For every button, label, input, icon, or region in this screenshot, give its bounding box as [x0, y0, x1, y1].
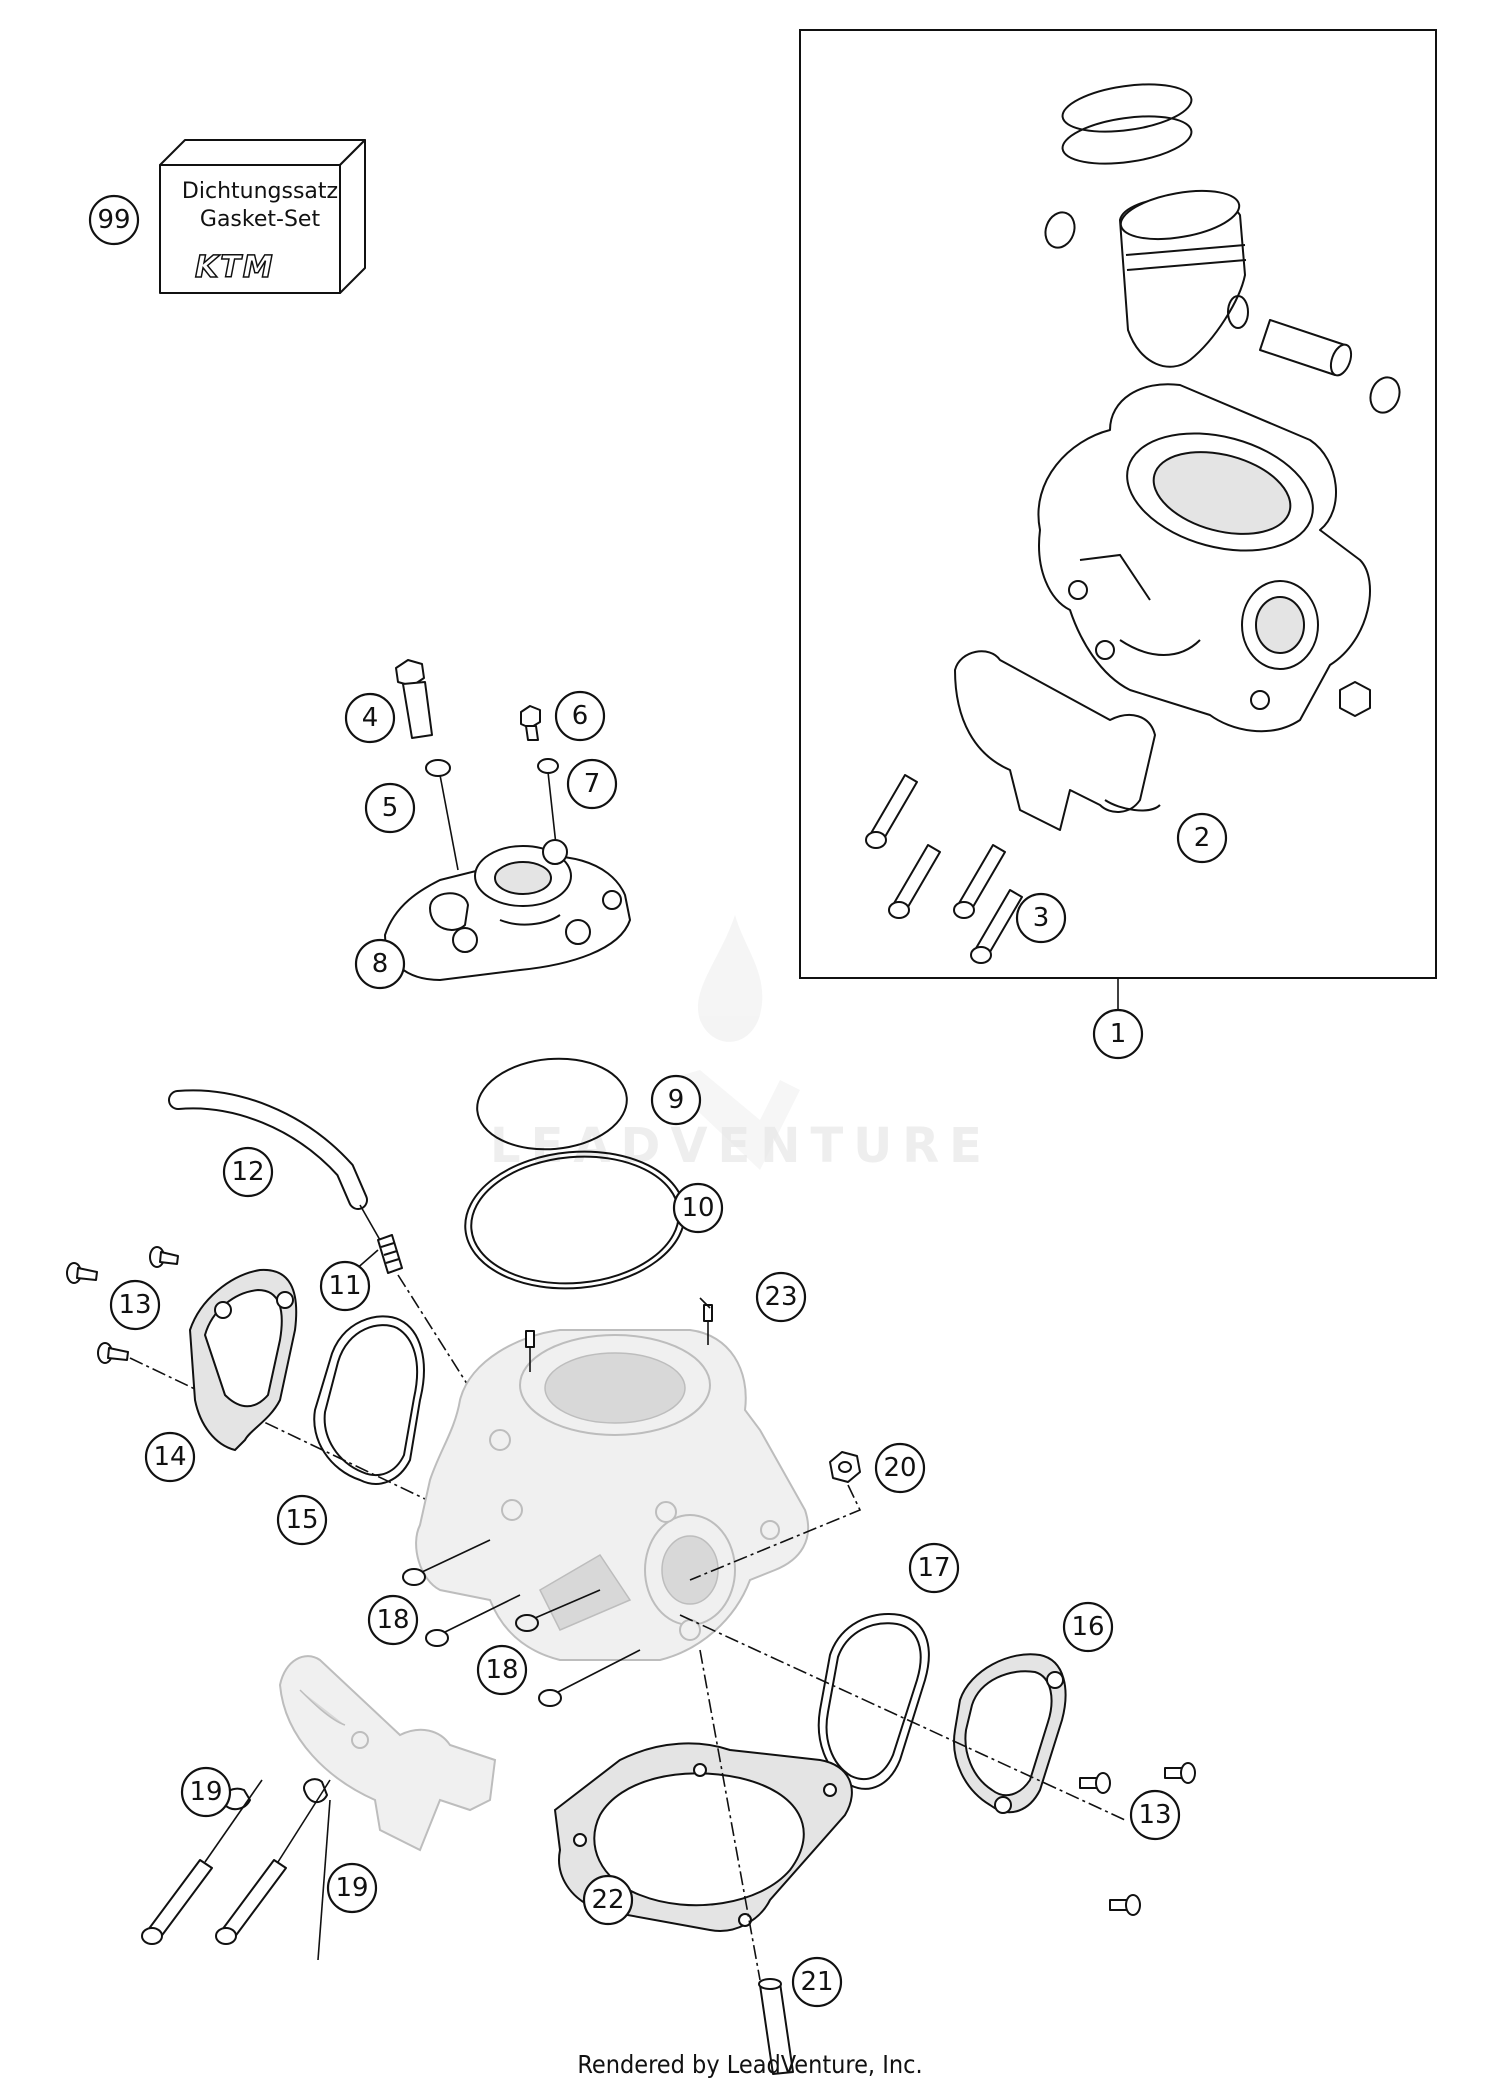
callout-3: 3	[1033, 903, 1050, 933]
ktm-logo: KTM	[194, 249, 275, 286]
callout-18-b: 18	[485, 1655, 518, 1685]
callout-7: 7	[584, 769, 601, 799]
callout-17: 17	[917, 1553, 950, 1583]
callout-18-a: 18	[376, 1605, 409, 1635]
callout-22: 22	[591, 1885, 624, 1915]
callout-23: 23	[764, 1282, 797, 1312]
dowel-pin-right	[703, 1304, 713, 1322]
exhaust-cover	[953, 1653, 1067, 1814]
main-cylinder	[415, 1329, 810, 1661]
watermark-logo	[665, 915, 800, 1170]
callout-9: 9	[668, 1085, 685, 1115]
callout-15: 15	[285, 1505, 318, 1535]
hose-inner	[170, 1091, 366, 1208]
cover-gasket-15	[313, 1315, 425, 1485]
o-ring-10-inner	[470, 1155, 680, 1285]
dowel-axis-21	[699, 1649, 761, 1981]
head-nut-axis	[547, 771, 557, 846]
callout-1: 1	[1110, 1019, 1127, 1049]
footer-credit: Rendered by LeadVenture, Inc.	[577, 2050, 923, 2079]
circlip-left	[1044, 211, 1076, 249]
callout-12: 12	[231, 1157, 264, 1187]
nut-axis	[689, 1484, 862, 1581]
callout-13-right: 13	[1138, 1800, 1171, 1830]
cover-axis-right	[679, 1614, 1126, 1821]
callout-21: 21	[800, 1967, 833, 1997]
piston	[1119, 189, 1249, 368]
callout-10: 10	[681, 1193, 714, 1223]
o-rings-18	[402, 1568, 562, 1707]
head-nut-washer	[537, 758, 559, 774]
callout-99: 99	[97, 205, 130, 235]
exhaust-flange-ghost	[278, 1655, 497, 1852]
gasket-box-line1: Dichtungssatz	[181, 179, 339, 204]
head-bolt-washer	[425, 759, 451, 777]
callout-19-b: 19	[335, 1873, 368, 1903]
callout-20: 20	[883, 1453, 916, 1483]
screws-right	[1079, 1762, 1196, 1916]
circlip-right	[1369, 376, 1401, 414]
callout-6: 6	[572, 701, 589, 731]
o-ring-axis-c	[534, 1589, 601, 1619]
piston-pin	[1259, 319, 1353, 377]
flange-bolt-axis-b	[277, 1779, 331, 1863]
callout-numbers: 99 1 2 3 4 5 6 7 8 9 10 11 12 13 13 14 1…	[97, 205, 1210, 1997]
dowel-sleeve	[758, 1978, 794, 2075]
gasket-box-line2: Gasket-Set	[199, 207, 321, 232]
gasket-set-box	[159, 139, 366, 294]
callout-5: 5	[382, 793, 399, 823]
head-nut	[520, 705, 541, 741]
hose-fitting	[377, 1234, 403, 1274]
hose-axis	[359, 1204, 381, 1241]
o-ring-9	[476, 1057, 628, 1151]
callout-14: 14	[153, 1442, 186, 1472]
head-bolt	[395, 659, 433, 739]
reed-cover	[188, 1268, 298, 1452]
piston-rings	[1061, 83, 1193, 165]
gasket-box-label: Dichtungssatz Gasket-Set	[165, 178, 355, 234]
cover-gasket-15-inner	[323, 1324, 419, 1477]
o-ring-axis-d	[557, 1649, 641, 1693]
callout-2: 2	[1194, 823, 1211, 853]
base-gasket	[553, 1742, 853, 1932]
kit-exhaust-flange	[954, 650, 1161, 831]
clips-19	[222, 1778, 328, 1811]
cover-gasket-17-inner	[825, 1622, 922, 1781]
callout-13-left: 13	[118, 1290, 151, 1320]
screws-left	[66, 1246, 179, 1364]
dowel-pin-left	[525, 1330, 535, 1348]
callout-11: 11	[328, 1271, 361, 1301]
cover-gasket-17	[817, 1613, 930, 1790]
flange-nut	[829, 1451, 861, 1483]
callout-8: 8	[372, 949, 389, 979]
kit-bolts	[865, 774, 1023, 964]
flange-bolt-axis-a	[204, 1779, 263, 1863]
o-ring-10	[464, 1150, 686, 1290]
head-bolt-axis	[439, 774, 459, 871]
callout-16: 16	[1071, 1612, 1104, 1642]
o-ring-axis-a	[421, 1539, 491, 1573]
callout-4: 4	[362, 703, 379, 733]
kit-cylinder	[1037, 383, 1371, 733]
o-ring-axis-b	[444, 1594, 521, 1633]
callout-circles	[88, 194, 1228, 2008]
cylinder-head	[384, 839, 631, 981]
callout-19-a: 19	[189, 1777, 222, 1807]
flange-bolts	[141, 1859, 287, 1945]
